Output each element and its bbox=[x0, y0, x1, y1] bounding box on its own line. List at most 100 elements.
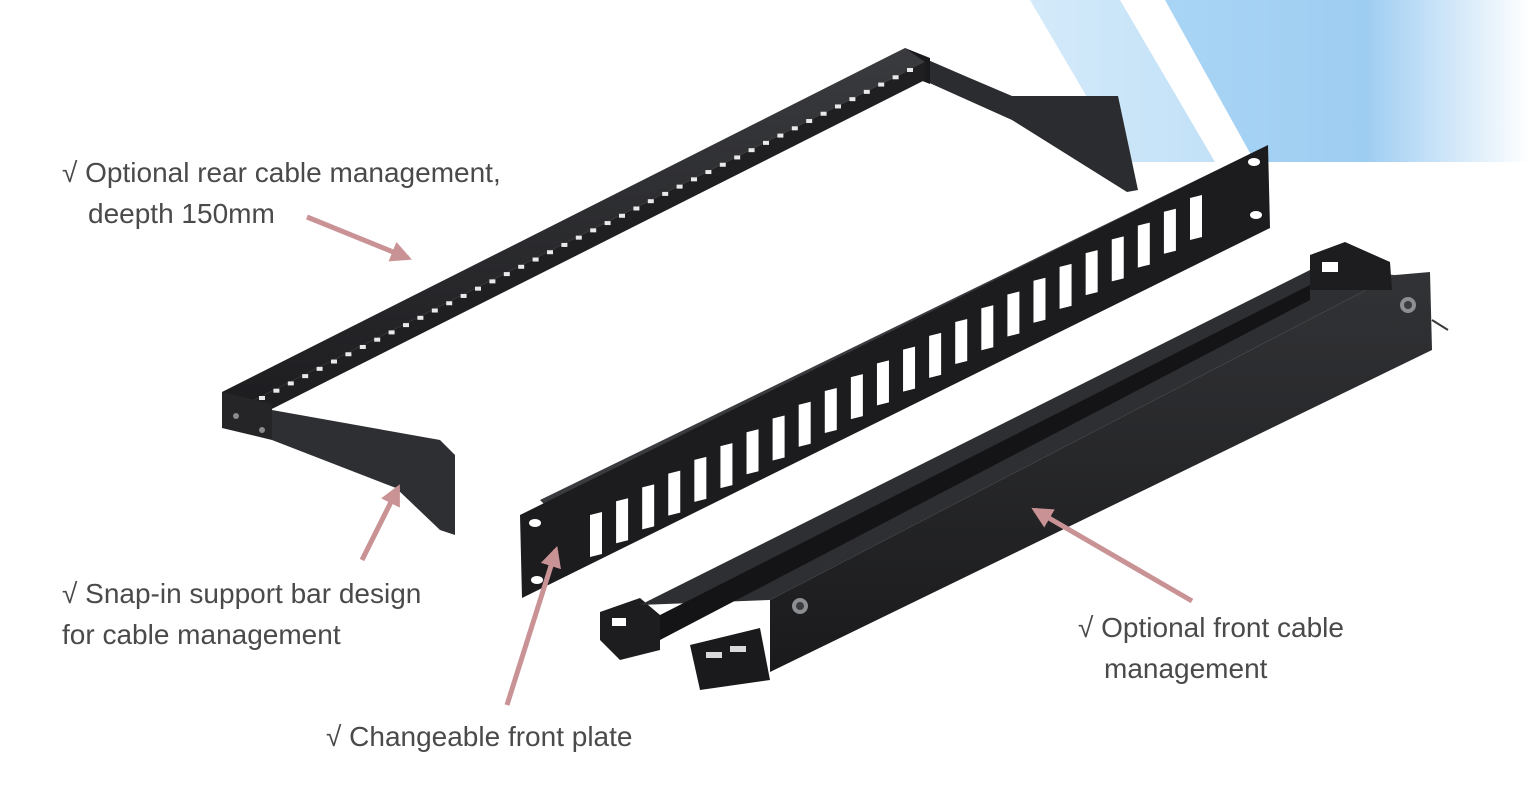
front-plate-mount-hole bbox=[1250, 211, 1262, 219]
front-plate-slots bbox=[590, 195, 1202, 557]
rear-bar-hole bbox=[849, 97, 856, 102]
front-plate-slot bbox=[1059, 263, 1072, 309]
front-plate-slot bbox=[824, 387, 837, 433]
callout-front-cable-management: √ Optional front cable management bbox=[1078, 607, 1344, 689]
rear-bar-hole bbox=[633, 206, 640, 211]
front-plate-slot bbox=[1111, 236, 1124, 282]
tray-left-tab-slot bbox=[612, 618, 626, 626]
rear-bar-hole bbox=[259, 396, 265, 400]
rear-bar-hole bbox=[302, 374, 309, 379]
rear-bar-hole bbox=[676, 184, 683, 189]
tray-inner-wall bbox=[660, 285, 1310, 640]
accent-stripe-light bbox=[1030, 0, 1215, 162]
tray-bottom-clip-slot bbox=[730, 646, 746, 652]
rear-bar-hole bbox=[547, 250, 553, 255]
rear-bar-hole bbox=[403, 323, 409, 328]
rear-bar-hole bbox=[791, 126, 798, 131]
front-plate-slot bbox=[590, 512, 602, 557]
rear-bar-hole bbox=[604, 221, 611, 226]
rear-bar-hole bbox=[662, 191, 669, 196]
rear-bar-hole bbox=[431, 308, 438, 313]
tray-right-tab-slot bbox=[1322, 262, 1338, 272]
rear-bar-hole bbox=[748, 148, 755, 153]
callout-snap-in-support-bar: √ Snap-in support bar design for cable m… bbox=[62, 573, 421, 655]
rear-bar-hole bbox=[417, 315, 424, 320]
rear-bar-hole bbox=[388, 330, 395, 335]
front-plate-slot bbox=[720, 443, 733, 489]
front-plate-mount-hole bbox=[529, 519, 541, 527]
callout-text: √ Optional rear cable management, bbox=[62, 157, 501, 188]
tray-right-tab bbox=[1310, 242, 1392, 290]
rear-bar-hole bbox=[331, 359, 337, 364]
rear-bar-hole bbox=[575, 235, 582, 240]
front-plate-mount-hole bbox=[1248, 158, 1260, 166]
rear-bar-hole bbox=[590, 228, 597, 233]
rear-bar-face bbox=[242, 62, 925, 424]
rear-bar-hole bbox=[806, 119, 813, 124]
front-plate-slot bbox=[929, 332, 942, 378]
callout-text: √ Changeable front plate bbox=[326, 721, 633, 752]
arrow-front-cable-management bbox=[1031, 507, 1194, 604]
callout-rear-cable-management: √ Optional rear cable management, deepth… bbox=[62, 152, 501, 234]
front-plate-slot bbox=[668, 470, 681, 516]
front-plate-slot bbox=[850, 374, 863, 420]
rear-bar-hole bbox=[518, 264, 525, 269]
background-accent bbox=[1030, 0, 1530, 162]
tray-thumbscrew bbox=[1404, 301, 1412, 309]
front-cable-management-tray bbox=[600, 242, 1449, 690]
callout-text: deepth 150mm bbox=[88, 198, 275, 229]
rear-bar-hole bbox=[691, 177, 697, 182]
rear-bar-hole bbox=[316, 366, 323, 371]
rear-bar-hole bbox=[532, 257, 539, 262]
tray-bottom-clip-slot bbox=[706, 652, 722, 658]
front-plate-slot bbox=[1033, 277, 1046, 323]
callout-text: management bbox=[1104, 653, 1268, 684]
callout-changeable-front-plate: √ Changeable front plate bbox=[326, 716, 632, 757]
rear-bar-hole bbox=[892, 75, 899, 80]
front-plate-slot bbox=[1007, 291, 1020, 337]
rear-bracket-screw bbox=[259, 427, 265, 433]
arrow-changeable-front-plate bbox=[504, 545, 561, 706]
front-plate bbox=[520, 145, 1270, 598]
rear-bar-hole bbox=[359, 344, 366, 349]
rear-bracket-screw bbox=[233, 413, 239, 419]
rear-bar-hole bbox=[374, 337, 381, 342]
front-plate-slot bbox=[1085, 250, 1098, 296]
rear-bar-hole bbox=[820, 111, 827, 116]
accent-stripe-main bbox=[1165, 0, 1530, 162]
rear-bar-hole bbox=[561, 242, 568, 247]
front-plate-slot bbox=[746, 429, 759, 475]
tray-thumbscrew bbox=[796, 602, 804, 610]
tray-cable-hook bbox=[1431, 319, 1449, 331]
tray-left-tab bbox=[600, 598, 660, 660]
front-plate-slot bbox=[694, 456, 707, 502]
front-plate-face bbox=[520, 145, 1270, 598]
rear-bar-hole bbox=[705, 170, 712, 175]
callout-text: √ Snap-in support bar design bbox=[62, 578, 422, 609]
front-plate-slot bbox=[772, 415, 785, 461]
arrow-rear-cable-management bbox=[306, 214, 412, 262]
front-plate-mount-hole bbox=[531, 576, 543, 584]
rear-bar-hole bbox=[475, 286, 481, 291]
front-plate-slot bbox=[798, 401, 811, 447]
front-plate-slot bbox=[616, 498, 629, 544]
front-plate-slot bbox=[981, 305, 994, 351]
rear-bar-hole bbox=[273, 388, 280, 393]
rear-bar-hole bbox=[503, 272, 510, 277]
front-plate-slot bbox=[876, 360, 889, 406]
rear-bar-hole bbox=[647, 199, 654, 204]
front-plate-slot bbox=[955, 319, 968, 365]
front-plate-slot bbox=[1137, 222, 1150, 268]
rear-bar-hole bbox=[878, 82, 885, 87]
rear-bar-hole bbox=[719, 162, 726, 167]
rear-bar-hole bbox=[446, 301, 453, 306]
rear-bracket-left-arm bbox=[272, 410, 455, 535]
arrow-snap-in-support-bar bbox=[359, 484, 401, 562]
front-plate-slot bbox=[1163, 208, 1176, 254]
rear-cable-management-bracket bbox=[222, 48, 1138, 535]
rear-bar-hole bbox=[460, 293, 467, 298]
rear-bar-hole bbox=[489, 279, 496, 284]
rear-bar-hole bbox=[763, 140, 769, 145]
callout-arrows bbox=[306, 214, 1194, 706]
